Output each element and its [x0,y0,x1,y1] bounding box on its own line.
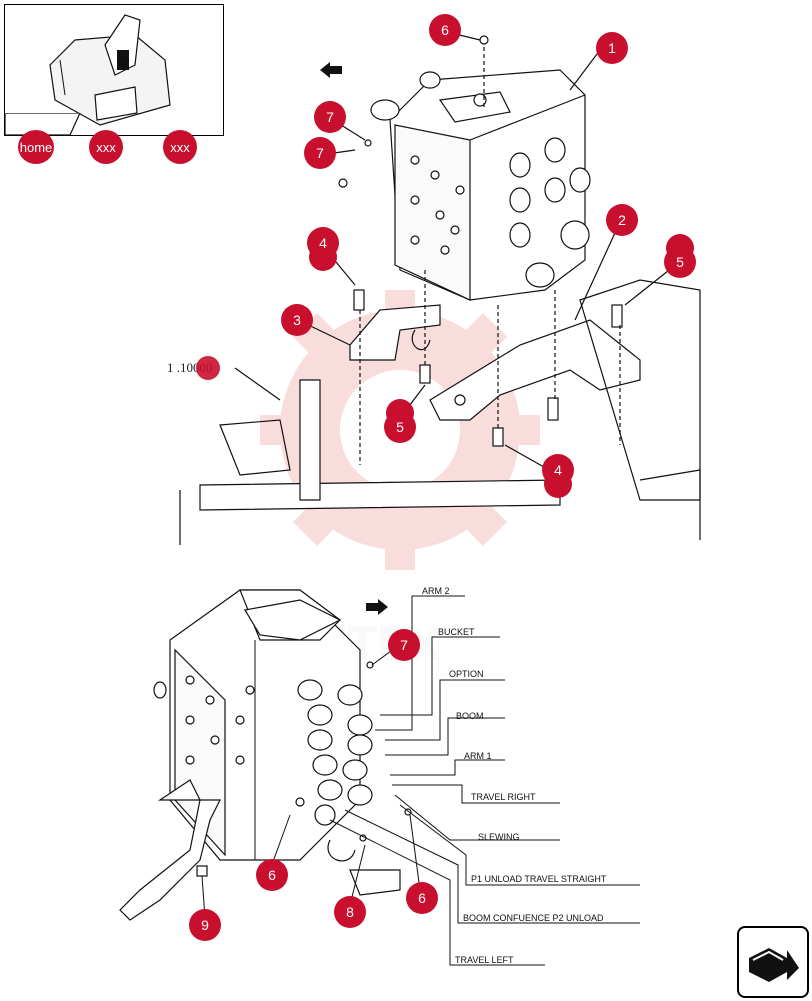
svg-text:5: 5 [676,254,684,270]
callout-7-upper[interactable]: 7 [314,101,346,133]
svg-text:2: 2 [618,212,626,228]
svg-text:7: 7 [326,109,334,125]
label-bucket: BUCKET [438,627,475,637]
nav-button-1[interactable]: xxx [89,130,123,164]
callout-6-bottom-right[interactable]: 6 [406,882,438,914]
reference-callout [196,356,220,380]
svg-text:4: 4 [319,235,327,251]
svg-text:6: 6 [441,22,449,38]
svg-text:1: 1 [608,40,616,56]
label-travel-right: TRAVEL RIGHT [471,792,536,802]
callout-4-lower[interactable]: 4 [542,454,574,498]
label-p1-unload-travel-straight: P1 UNLOAD TRAVEL STRAIGHT [471,874,607,884]
svg-text:7: 7 [400,637,408,653]
svg-text:5: 5 [396,419,404,435]
label-leader-lines [201,595,640,966]
callout-5-right[interactable]: 5 [664,234,696,278]
callout-6-bottom-left[interactable]: 6 [256,859,288,891]
home-tab [5,113,81,136]
svg-text:8: 8 [346,904,354,920]
svg-text:9: 9 [201,917,209,933]
callout-3[interactable]: 3 [281,304,313,336]
callout-6-top[interactable]: 6 [429,14,461,46]
label-travel-left: TRAVEL LEFT [455,955,514,965]
nav-button-2-label: xxx [170,139,190,155]
next-page-arrow-icon [749,948,799,982]
label-slewing: SLEWING [478,832,520,842]
nav-button-2[interactable]: xxx [163,130,197,164]
bottom-valve-assembly [119,589,412,921]
callout-1[interactable]: 1 [596,32,628,64]
label-boom: BOOM [456,711,484,721]
callout-7-lower[interactable]: 7 [304,137,336,169]
label-arm-2: ARM 2 [422,586,450,596]
svg-text:6: 6 [418,890,426,906]
callout-5-left[interactable]: 5 [384,399,416,443]
excavator-thumbnail-image [49,14,171,126]
callout-2[interactable]: 2 [606,204,638,236]
label-option: OPTION [449,669,484,679]
callout-4-upper[interactable]: 4 [307,227,339,271]
label-boom-confuence-p2-unload: BOOM CONFUENCE P2 UNLOAD [463,913,604,923]
svg-text:3: 3 [293,312,301,328]
next-page-button[interactable] [737,926,809,998]
machine-thumbnail-panel [4,4,224,136]
left-arrow-icon [320,62,342,78]
home-button[interactable]: home [18,130,54,164]
svg-text:7: 7 [316,145,324,161]
right-arrow-icon [366,599,388,615]
top-valve-assembly [179,31,701,545]
callout-8[interactable]: 8 [334,896,366,928]
callout-9[interactable]: 9 [189,909,221,941]
nav-button-1-label: xxx [96,139,116,155]
callout-7-bottom[interactable]: 7 [388,629,420,661]
home-label: home [19,139,53,155]
label-arm-1: ARM 1 [464,751,492,761]
svg-text:4: 4 [554,462,562,478]
svg-text:6: 6 [268,867,276,883]
